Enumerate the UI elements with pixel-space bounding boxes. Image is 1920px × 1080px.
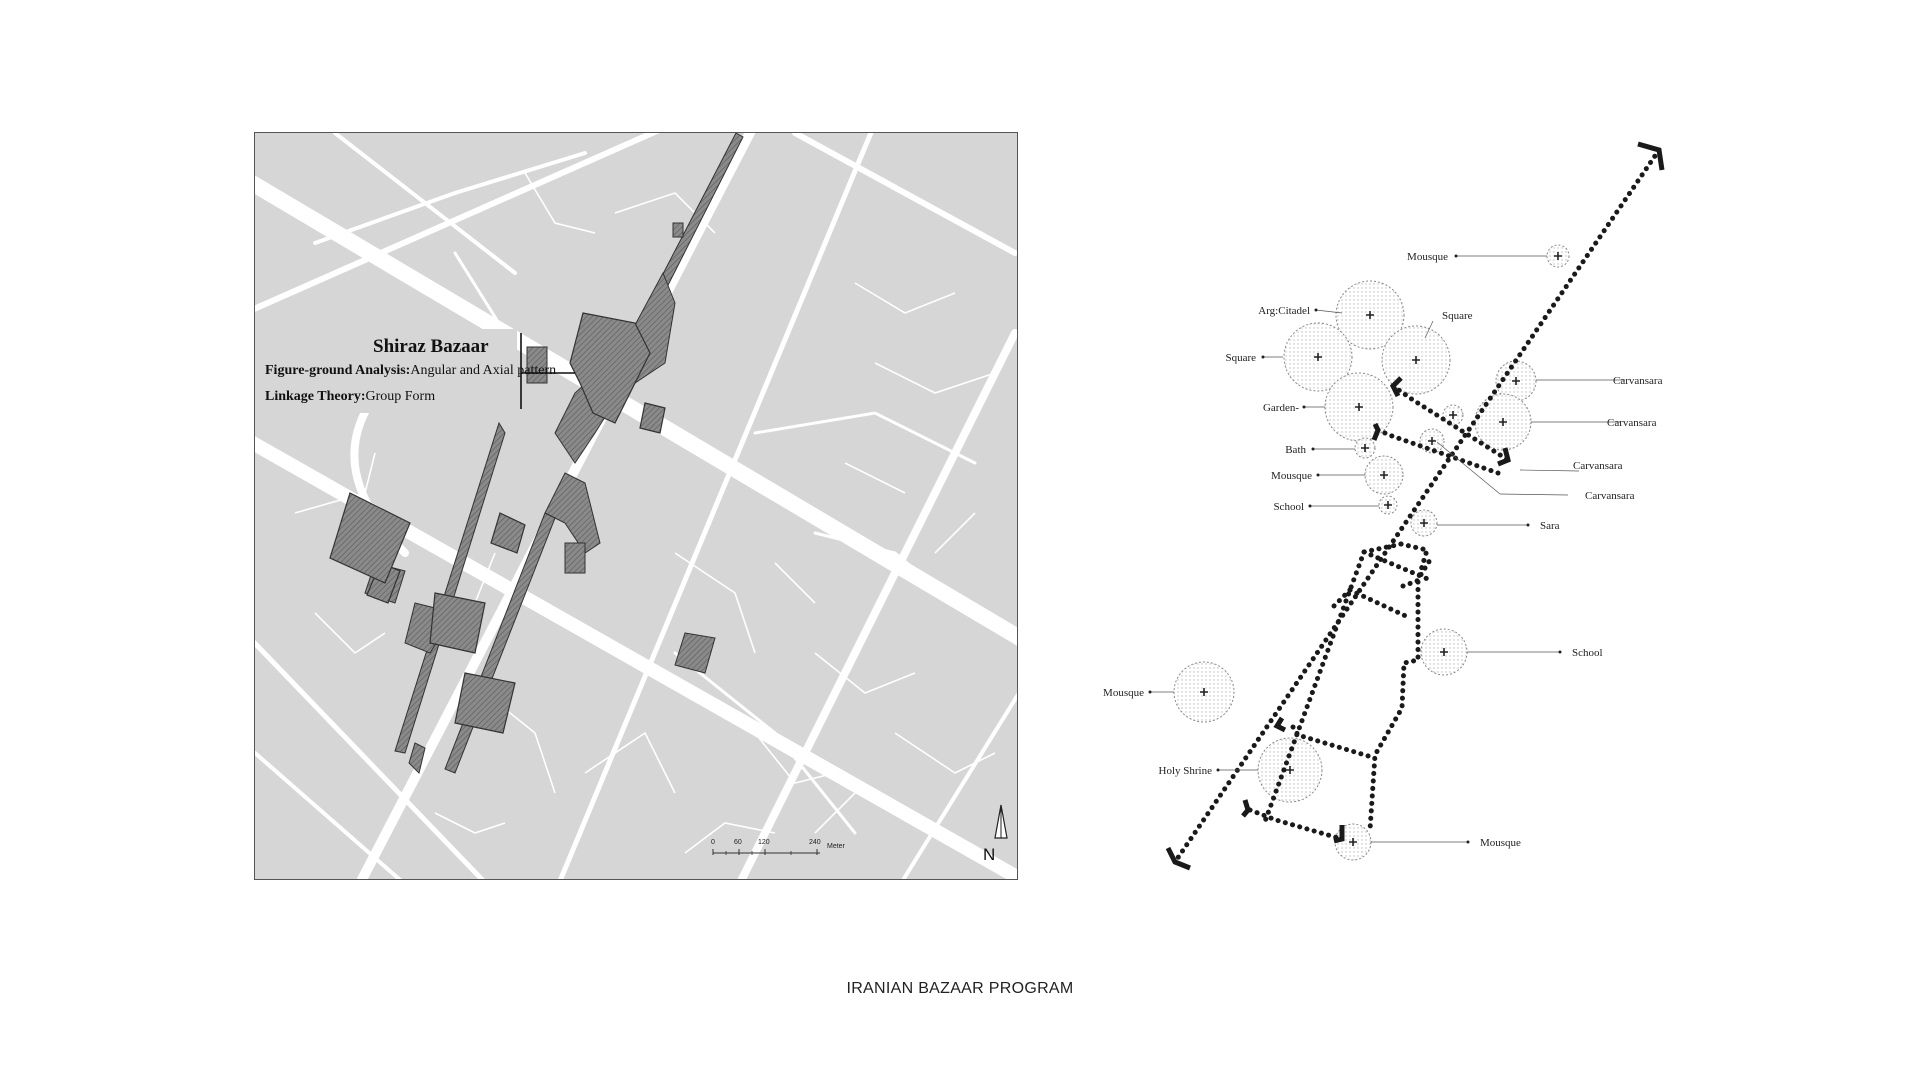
page-caption: IRANIAN BAZAAR PROGRAM [846,980,1074,997]
label-square-1: Square [1442,310,1473,322]
label-mosque-mid: Mousque [1271,470,1312,482]
label-carvansara-4: Carvansara [1585,490,1635,502]
scale-bar [712,849,820,855]
label-arg-citadel: Arg:Citadel [1258,305,1310,317]
legend-background [255,329,517,413]
scale-tick-240: 240 [809,839,821,846]
north-arrow-icon [994,804,1008,839]
scale-unit: Meter [827,843,845,850]
scale-tick-120: 120 [758,839,770,846]
scale-tick-0: 0 [711,839,715,846]
label-carvansara-3: Carvansara [1573,460,1623,472]
label-holy-shrine: Holy Shrine [1159,765,1213,777]
map-drawing [255,133,1017,879]
program-diagram: Mousque Arg:Citadel Square Square Carvan… [1103,141,1665,871]
label-carvansara-2: Carvansara [1607,417,1657,429]
linkage-theory-label: Linkage Theory: [265,389,366,404]
label-square-2: Square [1225,352,1256,364]
map-title: Shiraz Bazaar [373,336,489,357]
figure-ground-map: Shiraz Bazaar Figure-ground Analysis:Ang… [254,132,1018,880]
label-mosque-bottom: Mousque [1480,837,1521,849]
label-mosque-top: Mousque [1407,251,1448,263]
bazaar-routes [1172,147,1662,865]
leader-dots [1148,254,1562,844]
linkage-theory-line: Linkage Theory:Group Form [265,389,435,405]
figure-ground-line: Figure-ground Analysis:Angular and Axial… [265,363,556,379]
label-school-1: School [1273,501,1304,513]
building-markers [1200,252,1562,846]
label-bath: Bath [1285,444,1306,456]
leader-lines [1150,255,1625,843]
label-school-2: School [1572,647,1603,659]
figure-ground-value: Angular and Axial pattern [410,363,557,378]
label-garden: Garden- [1263,402,1299,414]
north-label: N [983,845,996,864]
route-end-caps [1165,141,1665,871]
legend-bracket [520,333,575,409]
figure-ground-label: Figure-ground Analysis: [265,363,411,378]
label-sara: Sara [1540,520,1560,532]
linkage-theory-value: Group Form [365,389,436,404]
label-carvansara-1: Carvansara [1613,375,1663,387]
label-mosque-left: Mousque [1103,687,1144,699]
scale-tick-60: 60 [734,839,742,846]
